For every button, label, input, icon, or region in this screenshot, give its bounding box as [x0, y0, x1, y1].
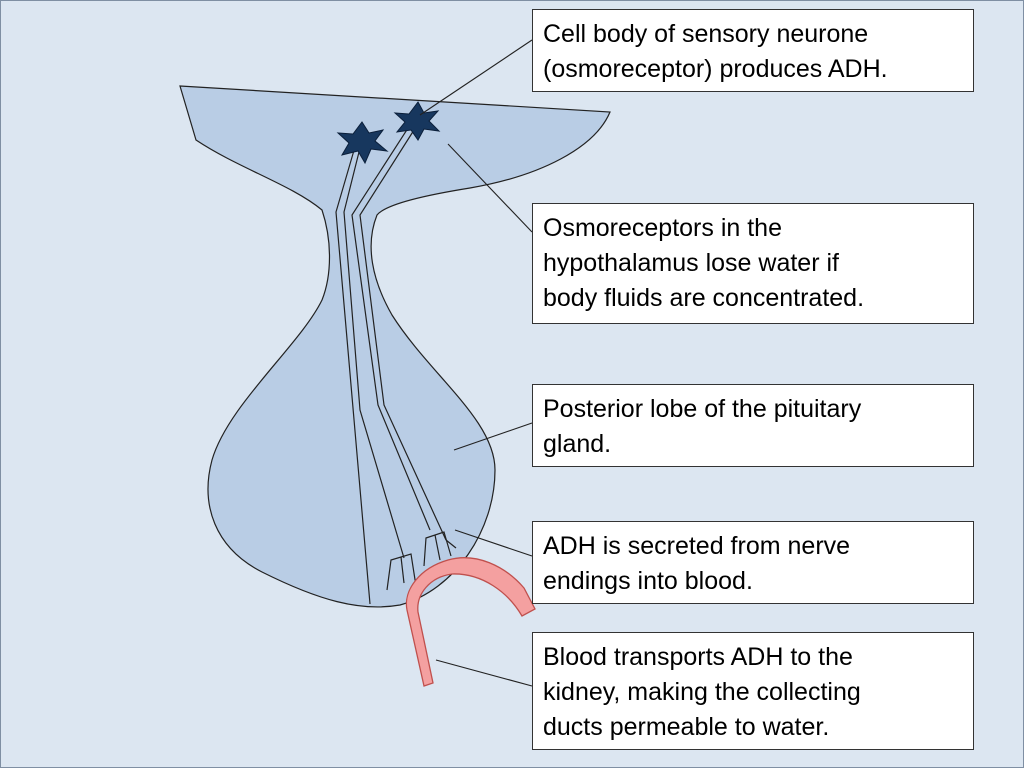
label-cell-body-line-2: (osmoreceptor) produces ADH. [543, 55, 888, 83]
label-blood-transport-line-3: ducts permeable to water. [543, 713, 830, 741]
nerve-fibre-left-inner [343, 147, 405, 559]
label-adh-secreted-line-1: ADH is secreted from nerve [543, 532, 851, 560]
label-osmoreceptors: Osmoreceptors in the hypothalamus lose w… [532, 203, 974, 324]
leader-line-osmoreceptors [447, 143, 533, 233]
label-osmoreceptors-line-3: body fluids are concentrated. [543, 284, 865, 312]
blood-vessel [405, 557, 536, 687]
cell-body-star-left [336, 121, 389, 165]
nerve-ending-right-branch [434, 534, 441, 561]
label-cell-body: Cell body of sensory neurone (osmorecept… [532, 9, 974, 92]
leader-line-cell-body [419, 39, 533, 116]
leader-line-adh-secreted [454, 529, 533, 557]
label-posterior-lobe-line-1: Posterior lobe of the pituitary [543, 395, 862, 423]
nerve-fibre-right-outer [351, 124, 431, 531]
leader-line-blood [435, 659, 533, 687]
label-osmoreceptors-line-2: hypothalamus lose water if [543, 249, 839, 277]
label-adh-secreted-line-2: endings into blood. [543, 567, 753, 595]
hypothalamus-pituitary-shape [179, 85, 611, 608]
label-blood-transport-line-2: kidney, making the collecting [543, 678, 861, 706]
nerve-ending-left-branch [400, 556, 405, 584]
label-blood-transport-line-1: Blood transports ADH to the [543, 643, 853, 671]
nerve-fibre-left-outer [335, 139, 371, 605]
label-posterior-lobe: Posterior lobe of the pituitary gland. [532, 384, 974, 467]
nerve-ending-far-right [445, 539, 457, 549]
leader-line-posterior-lobe [453, 422, 533, 451]
label-cell-body-line-1: Cell body of sensory neurone [543, 20, 869, 48]
label-posterior-lobe-line-2: gland. [543, 430, 612, 458]
label-adh-secreted: ADH is secreted from nerve endings into … [532, 521, 974, 604]
label-blood-transport: Blood transports ADH to the kidney, maki… [532, 632, 974, 750]
cell-body-star-right [393, 101, 441, 141]
label-osmoreceptors-line-1: Osmoreceptors in the [543, 214, 782, 242]
nerve-fibre-right-inner [359, 129, 447, 541]
